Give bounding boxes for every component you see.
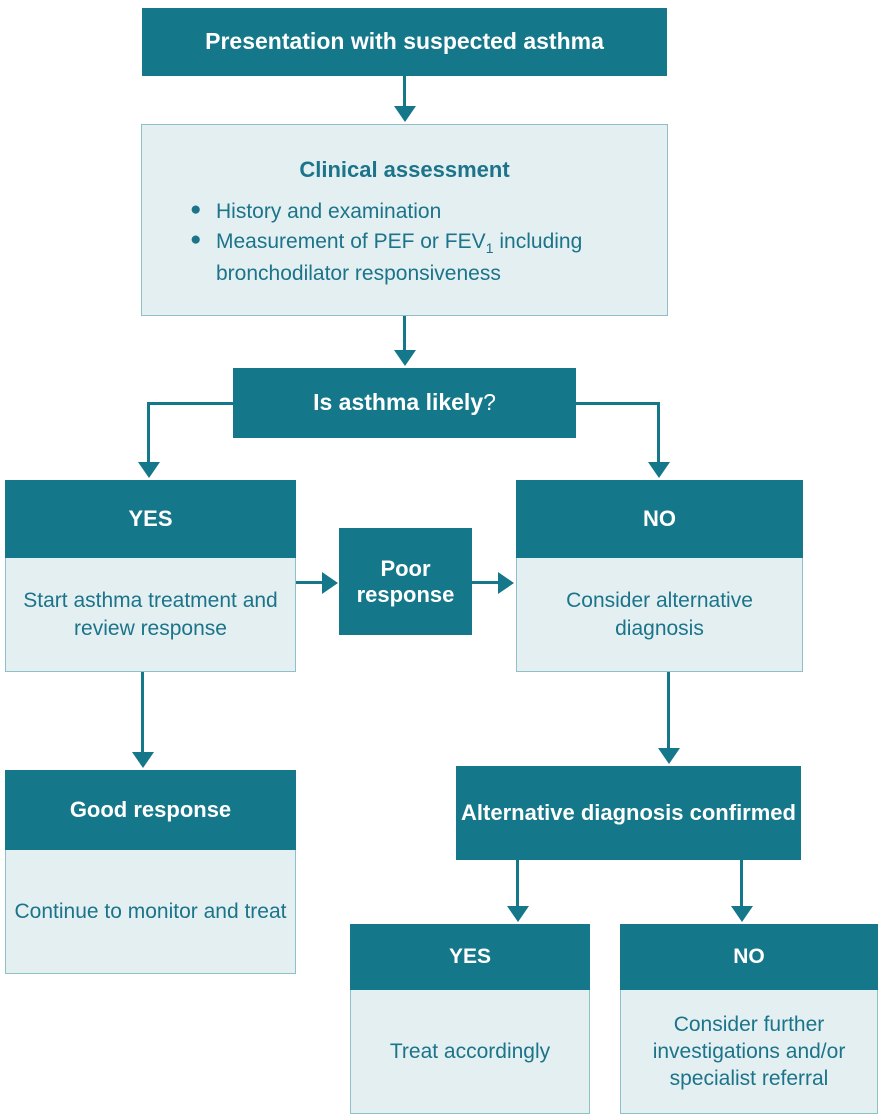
- connector-no-to-alt-confirmed: [667, 672, 670, 750]
- connector-alt-confirmed-to-no: [740, 860, 743, 908]
- poor-response-label: Poor response: [356, 555, 455, 607]
- arrowhead-no-to-alt-confirmed: [658, 748, 680, 764]
- yes-branch-body: Start asthma treatment and review respon…: [5, 558, 296, 672]
- good-response-body: Continue to monitor and treat: [5, 850, 296, 974]
- arrowhead-yes-to-poor-response: [322, 572, 338, 594]
- alt-yes-body: Treat accordingly: [350, 990, 590, 1114]
- connector-decision-right-horizontal: [574, 402, 660, 405]
- no-branch-body-label: Consider alternative diagnosis: [566, 589, 753, 640]
- node-is-asthma-likely: Is asthma likely?: [233, 368, 576, 438]
- connector-decision-left-vertical: [147, 402, 150, 464]
- no-branch-header: NO: [516, 480, 803, 558]
- node-alt-no-further-investigations: NO Consider further investigations and/o…: [620, 924, 878, 1114]
- node-good-response: Good response Continue to monitor and tr…: [5, 770, 296, 974]
- arrowhead-alt-confirmed-to-yes: [507, 906, 529, 922]
- node-alt-yes-treat-accordingly: YES Treat accordingly: [350, 924, 590, 1114]
- connector-yes-to-poor-response: [296, 581, 325, 584]
- alt-no-body-label: Consider further investigations and/or s…: [652, 1012, 846, 1091]
- arrowhead-assessment-to-decision: [394, 350, 416, 366]
- arrowhead-alt-confirmed-to-no: [731, 906, 753, 922]
- yes-branch-header: YES: [5, 480, 296, 558]
- no-branch-header-label: NO: [643, 505, 676, 531]
- alt-no-header-label: NO: [733, 945, 765, 969]
- arrowhead-poor-response-to-no: [498, 572, 514, 594]
- node-presentation-suspected-asthma: Presentation with suspected asthma: [142, 8, 667, 76]
- yes-branch-body-label: Start asthma treatment and review respon…: [23, 589, 278, 640]
- alt-yes-body-label: Treat accordingly: [389, 1039, 551, 1063]
- alt-yes-header: YES: [350, 924, 590, 990]
- alt-no-body: Consider further investigations and/or s…: [620, 990, 878, 1114]
- node-alternative-diagnosis-confirmed: Alternative diagnosis confirmed: [456, 766, 801, 860]
- yes-branch-header-label: YES: [128, 505, 173, 531]
- clinical-assessment-bullet-1: ● History and examination: [186, 198, 667, 226]
- arrowhead-decision-to-no: [648, 462, 670, 478]
- node-yes-start-asthma-treatment: YES Start asthma treatment and review re…: [5, 480, 296, 672]
- arrowhead-decision-to-yes: [138, 462, 160, 478]
- bullet-dot-icon: ●: [190, 229, 202, 251]
- clinical-assessment-bullet-2-text-part1: Measurement of PEF or FEV: [216, 230, 486, 254]
- alt-yes-header-label: YES: [448, 945, 492, 969]
- arrowhead-start-to-assessment: [394, 106, 416, 122]
- connector-decision-left-horizontal: [147, 402, 235, 405]
- clinical-assessment-bullet-list: ● History and examination ● Measurement …: [186, 198, 667, 290]
- connector-start-to-assessment: [403, 76, 406, 108]
- alt-confirmed-label: Alternative diagnosis confirmed: [461, 800, 796, 826]
- clinical-assessment-bullet-2-subscript: 1: [485, 241, 494, 258]
- clinical-assessment-title: Clinical assessment: [299, 157, 510, 183]
- connector-decision-right-vertical: [657, 402, 660, 464]
- good-response-body-label: Continue to monitor and treat: [14, 899, 287, 923]
- node-clinical-assessment: Clinical assessment ● History and examin…: [141, 124, 668, 316]
- alt-no-header: NO: [620, 924, 878, 990]
- node-no-consider-alternative-diagnosis: NO Consider alternative diagnosis: [516, 480, 803, 672]
- clinical-assessment-bullet-2-text-part2: including bronchodilator responsiveness: [216, 230, 583, 285]
- connector-assessment-to-decision: [403, 316, 406, 352]
- clinical-assessment-bullet-2: ● Measurement of PEF or FEV1 including b…: [186, 228, 667, 287]
- good-response-header: Good response: [5, 770, 296, 850]
- decision-label: Is asthma likely?: [313, 389, 496, 416]
- clinical-assessment-bullet-1-text: History and examination: [216, 200, 442, 224]
- connector-yes-to-good-response: [141, 672, 144, 754]
- decision-label-text: Is asthma likely: [313, 389, 484, 416]
- connector-alt-confirmed-to-yes: [516, 860, 519, 908]
- bullet-dot-icon: ●: [190, 199, 202, 221]
- good-response-header-label: Good response: [69, 796, 232, 822]
- decision-question-mark: ?: [483, 389, 496, 416]
- node-presentation-label: Presentation with suspected asthma: [205, 28, 604, 55]
- no-branch-body: Consider alternative diagnosis: [516, 558, 803, 672]
- connector-poor-response-to-no: [472, 581, 501, 584]
- node-poor-response: Poor response: [339, 528, 472, 635]
- arrowhead-yes-to-good-response: [132, 752, 154, 768]
